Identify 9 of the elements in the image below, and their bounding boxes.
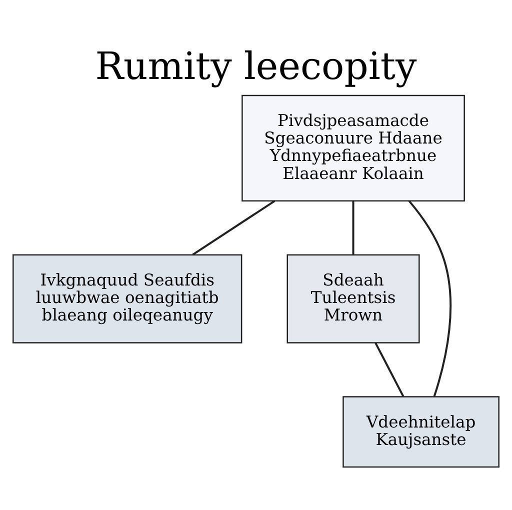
connector — [192, 200, 276, 256]
diagram-title: Rumity leecopity — [95, 44, 417, 88]
node-box: Sdeaah Tuleentsis Mrown — [286, 254, 420, 343]
connector — [374, 342, 404, 396]
node-box: Vdeehnitelap Kaujsanste — [342, 396, 500, 468]
connector — [352, 200, 354, 254]
node-box: Pivdsjpeasamacde Sgeaconuure Hdaane Ydnnypefiaeatrbnue Elaaeanr Kolaain — [242, 94, 465, 202]
node-box: Ivkgnaquud Seaufdis luuwbwae oenagitiatb blaeang oileqeanugy — [12, 254, 242, 343]
connector — [408, 200, 452, 396]
